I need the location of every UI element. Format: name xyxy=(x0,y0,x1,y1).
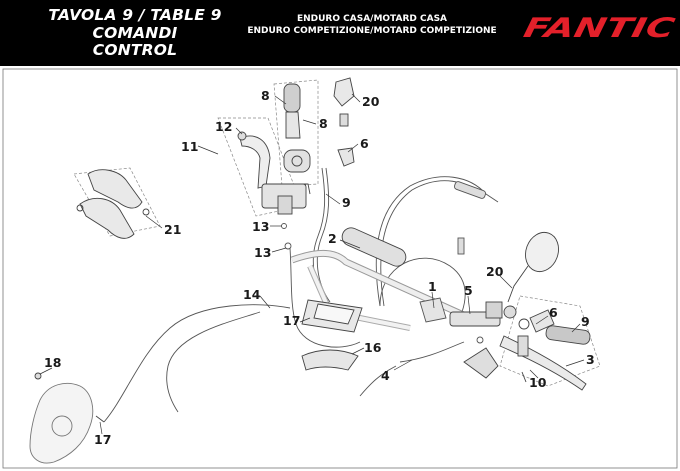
callout-5: 5 xyxy=(464,283,473,298)
callout-12: 12 xyxy=(215,119,232,134)
exploded-diagram: 8 8 20 6 12 11 13 13 9 2 21 14 17 16 1 5… xyxy=(2,68,678,469)
callout-17: 17 xyxy=(94,432,111,447)
leader-10 xyxy=(529,369,539,379)
leader-4 xyxy=(393,359,413,371)
leader-20-right xyxy=(499,275,513,289)
callout-4: 4 xyxy=(381,368,390,383)
leader-17 xyxy=(99,421,103,435)
callout-3: 3 xyxy=(586,352,595,367)
model-line-casa: ENDURO CASA/MOTARD CASA xyxy=(296,14,448,24)
right-grip xyxy=(545,325,591,345)
leader-14 xyxy=(259,295,271,309)
callout-13-upper: 13 xyxy=(252,219,269,234)
cable-14-branch xyxy=(166,311,261,413)
leader-9 xyxy=(325,193,341,205)
leader-21 xyxy=(145,215,163,229)
callout-7: 8 xyxy=(319,116,328,131)
leader-6-right xyxy=(535,315,549,325)
callout-16: 17 xyxy=(283,313,300,328)
callout-20-top: 20 xyxy=(362,94,380,109)
bar-clamp xyxy=(419,297,447,323)
callout-6-right: 6 xyxy=(549,305,558,320)
leader-2 xyxy=(339,239,361,249)
header-banner: TAVOLA 9 / TABLE 9 COMANDI CONTROL ENDUR… xyxy=(0,0,680,66)
leader-15 xyxy=(351,347,365,355)
lever-group-outline-left xyxy=(217,117,303,217)
left-lever-assembly xyxy=(237,131,311,215)
handguard-pair xyxy=(76,169,150,239)
upper-switch-parts xyxy=(333,77,355,167)
callout-1: 1 xyxy=(428,279,437,294)
callout-2: 2 xyxy=(328,231,337,246)
dashboard-display xyxy=(301,299,363,333)
left-grip-assembly xyxy=(283,83,311,173)
leader-1 xyxy=(431,291,435,309)
title-line-control: CONTROL xyxy=(92,41,178,59)
callout-11: 11 xyxy=(181,139,198,154)
cable-4-lower xyxy=(359,365,397,397)
callout-8-left: 8 xyxy=(261,88,270,103)
cable-9-sheath xyxy=(316,167,331,303)
right-lever-assembly xyxy=(463,309,587,391)
mirror-right xyxy=(507,231,559,303)
sensor-17 xyxy=(95,415,105,423)
throttle-cable xyxy=(375,176,499,307)
callout-21: 21 xyxy=(164,222,181,237)
callout-14: 14 xyxy=(243,287,261,302)
display-bracket xyxy=(301,349,359,371)
title-line-comandi: COMANDI xyxy=(92,23,178,42)
fantic-logo: FANTIC xyxy=(521,13,678,44)
front-brake-master-cylinder xyxy=(449,301,517,327)
callout-18: 18 xyxy=(44,355,61,370)
table-title: TAVOLA 9 / TABLE 9 COMANDI CONTROL xyxy=(20,6,250,60)
callout-13-lower: 13 xyxy=(254,245,271,260)
grommet-13 xyxy=(284,242,292,250)
leader-8-left xyxy=(274,95,287,105)
model-list: ENDURO CASA/MOTARD CASA ENDURO COMPETIZI… xyxy=(236,13,508,37)
leader-13-lower xyxy=(271,247,287,253)
leader-11 xyxy=(197,145,219,155)
title-line-table: TAVOLA 9 / TABLE 9 xyxy=(48,6,222,24)
leader-3 xyxy=(565,359,585,367)
leader-6-top xyxy=(347,143,359,153)
leader-7 xyxy=(302,119,317,125)
cable-4-end xyxy=(476,336,484,344)
leader-5 xyxy=(467,295,471,315)
leader-16 xyxy=(299,317,311,323)
callout-10: 10 xyxy=(529,375,547,390)
brake-disc-partial xyxy=(29,372,94,464)
leader-20-top xyxy=(351,93,361,103)
diagram-frame xyxy=(2,68,678,469)
callout-15: 16 xyxy=(364,340,382,355)
callout-9: 9 xyxy=(342,195,351,210)
leader-12 xyxy=(235,127,243,135)
brand-wordmark: FANTIC xyxy=(521,13,678,44)
model-line-competizione: ENDURO COMPETIZIONE/MOTARD COMPETIZIONE xyxy=(247,26,497,36)
callout-8-right: 9 xyxy=(581,314,590,329)
callout-20-right: 20 xyxy=(486,264,504,279)
throttle-cable-adjuster xyxy=(453,181,487,199)
cable-14 xyxy=(103,304,291,423)
leader-18 xyxy=(39,367,53,375)
leader-8-right xyxy=(571,323,581,333)
clutch-cable-end xyxy=(457,237,465,255)
callout-6-top: 6 xyxy=(360,136,369,151)
grommet-13-upper xyxy=(281,223,287,229)
cable-14-upper xyxy=(289,247,361,348)
cable-4 xyxy=(399,341,465,363)
